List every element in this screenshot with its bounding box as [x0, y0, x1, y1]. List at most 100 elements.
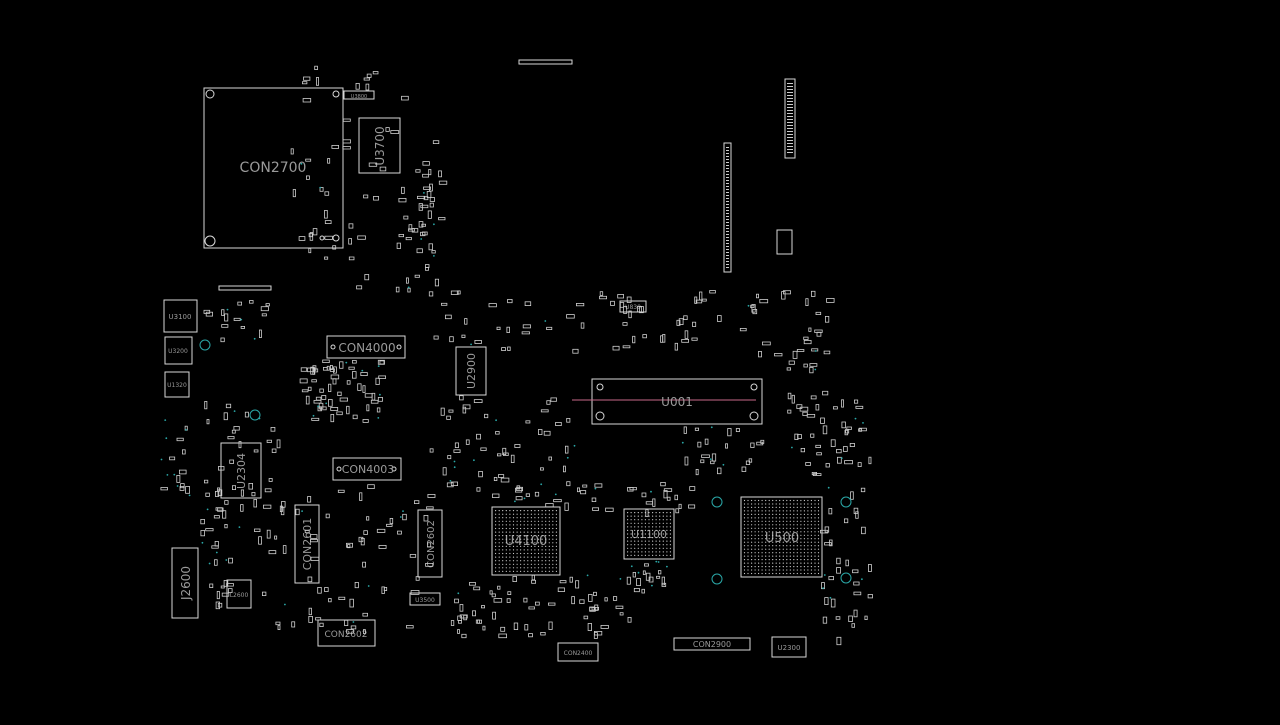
u3200-chip[interactable]: U3200: [164, 336, 193, 365]
bga-ball: [502, 556, 504, 558]
bga-ball: [758, 552, 760, 554]
bga-ball: [627, 526, 629, 528]
u3100-chip[interactable]: U3100: [163, 299, 198, 333]
bga-ball: [772, 562, 774, 564]
bga-ball: [789, 517, 791, 519]
smd-part: [694, 427, 699, 431]
con4003-label: CON4003: [342, 463, 395, 476]
bga-ball: [548, 570, 550, 573]
j2600-connector[interactable]: J2600: [171, 547, 199, 619]
bga-ball: [810, 559, 813, 561]
bga-ball: [537, 560, 540, 562]
smd-part: [815, 404, 820, 411]
bga-ball: [817, 566, 820, 568]
bga-ball: [761, 566, 763, 568]
smd-part: [727, 428, 732, 437]
con2602-label: CON2602: [426, 520, 437, 568]
con2900-connector[interactable]: CON2900: [673, 637, 751, 651]
vertical-connector-a[interactable]: [723, 142, 732, 273]
con4000-connector[interactable]: CON4000: [326, 335, 406, 359]
bga-ball: [761, 569, 763, 571]
bga-ball: [537, 510, 540, 512]
bga-ball: [814, 566, 816, 568]
bga-ball: [662, 554, 664, 557]
smd-part: [535, 601, 540, 606]
bga-ball: [516, 563, 518, 565]
bga-ball: [502, 510, 504, 512]
bga-ball: [548, 510, 550, 512]
bga-ball: [669, 554, 672, 557]
bga-ball: [520, 549, 522, 551]
top-header-strip[interactable]: [518, 59, 573, 65]
bga-ball: [530, 531, 533, 533]
smd-part: [244, 411, 249, 418]
connector-pin: [726, 216, 729, 217]
u3700-chip[interactable]: U3700: [358, 117, 401, 174]
u500-bga-chip[interactable]: U500: [740, 496, 823, 578]
bga-ball: [782, 520, 784, 522]
smd-part: [666, 496, 671, 501]
smd-part: [385, 127, 390, 132]
via-dot: [201, 541, 204, 544]
bga-ball: [545, 520, 547, 522]
bga-ball: [534, 570, 536, 573]
smd-part: [311, 379, 317, 383]
con2700-connector[interactable]: CON2700: [203, 87, 344, 249]
l2600-inductor[interactable]: L2600: [226, 579, 252, 609]
bga-ball: [534, 542, 536, 544]
left-flex-strip[interactable]: [218, 285, 272, 291]
bga-ball: [779, 548, 781, 550]
smd-part: [301, 389, 309, 393]
small-connector-c[interactable]: [776, 229, 793, 255]
bga-ball: [648, 551, 650, 553]
bga-ball: [644, 522, 647, 524]
bga-ball: [743, 531, 746, 533]
u3500-chip[interactable]: U3500: [409, 592, 441, 606]
bga-ball: [758, 510, 760, 512]
bga-ball: [669, 537, 672, 539]
con4003-connector[interactable]: CON4003: [332, 457, 402, 481]
bga-ball: [782, 499, 784, 502]
bga-ball: [775, 520, 777, 522]
u1320-chip[interactable]: U1320: [164, 371, 190, 398]
con2601-connector[interactable]: CON2601: [294, 504, 320, 584]
bga-ball: [793, 559, 795, 561]
u1100-bga-chip[interactable]: U1100: [623, 508, 675, 560]
smd-part: [692, 321, 697, 327]
bga-ball: [520, 520, 522, 522]
smd-part: [291, 621, 296, 628]
bga-ball: [666, 551, 668, 553]
via-dot: [433, 223, 435, 226]
smd-part: [695, 468, 699, 476]
smd-part: [579, 599, 585, 604]
u4100-bga-chip[interactable]: U4100: [491, 506, 561, 576]
con2602-connector[interactable]: CON2602: [417, 509, 443, 578]
bga-ball: [512, 538, 515, 540]
vertical-connector-b[interactable]: [784, 78, 796, 159]
bga-ball: [761, 541, 763, 543]
u001-connector[interactable]: U001: [572, 378, 763, 425]
via-dot: [206, 508, 209, 511]
u3800-chip[interactable]: U3800: [343, 90, 375, 100]
smd-part: [362, 385, 366, 393]
bga-ball: [786, 566, 788, 568]
bga-ball: [772, 555, 774, 557]
bga-ball: [796, 569, 798, 571]
bga-ball: [537, 556, 540, 558]
bga-ball: [743, 559, 746, 561]
u2300-chip[interactable]: U2300: [771, 636, 807, 658]
bga-ball: [814, 545, 816, 547]
connector-pin: [726, 177, 729, 178]
con2400-connector[interactable]: CON2400: [557, 642, 599, 662]
u1320-label: U1320: [167, 382, 187, 389]
bga-ball: [765, 548, 767, 550]
smd-part: [342, 139, 351, 144]
smd-part: [674, 494, 679, 501]
u2900-chip[interactable]: U2900: [455, 346, 487, 396]
connector-pin: [726, 258, 729, 259]
bga-ball: [758, 545, 760, 547]
bga-ball: [775, 524, 777, 526]
bga-ball: [630, 544, 632, 546]
smd-part: [339, 397, 349, 402]
bga-ball: [789, 569, 791, 571]
